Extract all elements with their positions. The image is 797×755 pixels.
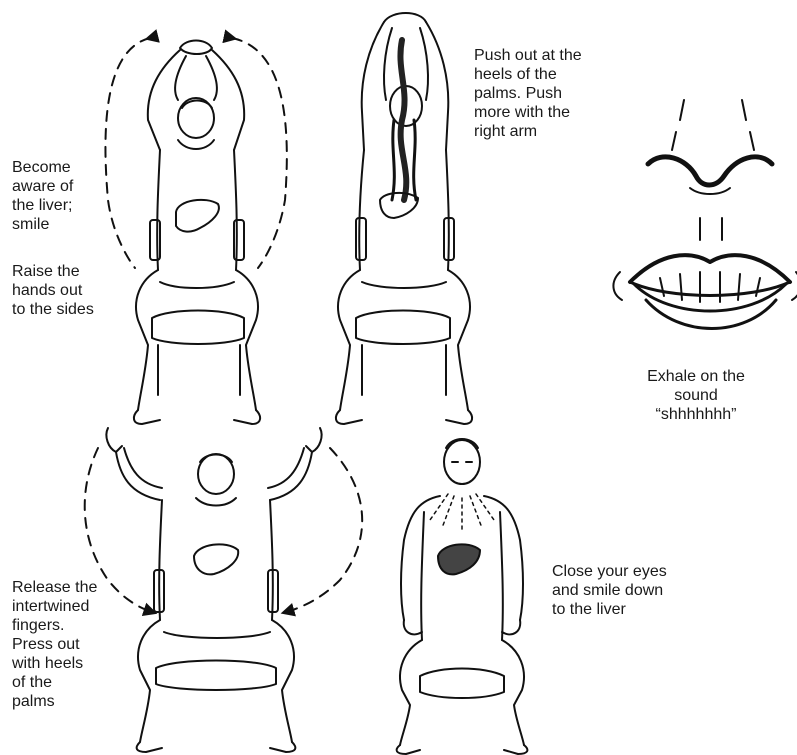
liver-outline	[176, 200, 219, 232]
caption-exhale-sound: Exhale on the sound “shhhhhhh”	[614, 367, 778, 424]
caption-push-heels: Push out at the heels of the palms. Push…	[474, 46, 582, 141]
caption-close-eyes: Close your eyes and smile down to the li…	[552, 562, 667, 619]
figure-1-arms-overhead	[105, 38, 286, 424]
figure-5-eyes-closed	[397, 439, 528, 754]
liver-outline	[380, 193, 418, 218]
curved-arrow-left	[105, 38, 150, 268]
curved-arrow-right-down	[286, 448, 362, 612]
liver-outline	[194, 544, 238, 574]
curved-arrow-right	[232, 38, 287, 268]
caption-raise-hands: Raise the hands out to the sides	[12, 262, 94, 319]
caption-liver-awareness: Become aware of the liver; smile	[12, 158, 73, 234]
figure-2-overhead-stretch	[336, 13, 472, 424]
figure-3-mouth-exhale	[613, 100, 797, 329]
figure-4-arms-out	[85, 428, 362, 752]
liver-outline	[438, 544, 480, 574]
caption-release-fingers: Release the intertwined fingers. Press o…	[12, 578, 97, 711]
